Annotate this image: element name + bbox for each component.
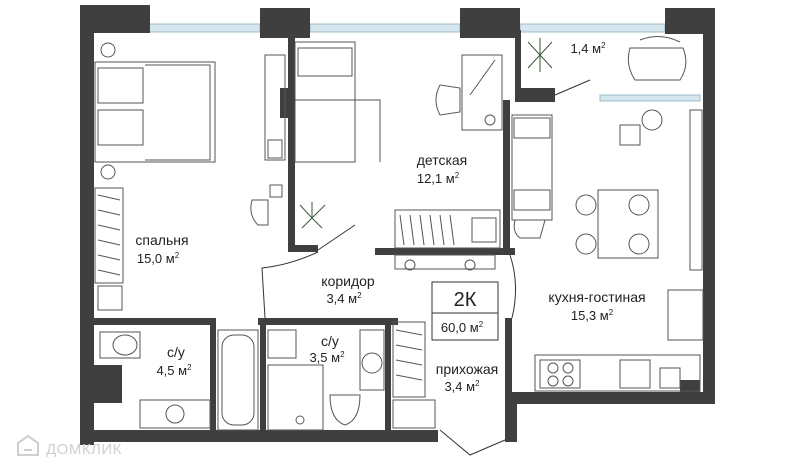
watermark-text: ДОМКЛИК — [46, 441, 122, 458]
room-labels: спальня 15,0 м2 детская 12,1 м2 коридор … — [135, 41, 645, 394]
apartment-type: 2К — [454, 289, 477, 311]
door-swings — [261, 79, 591, 456]
room-area-hall: 3,4 м2 — [444, 379, 480, 394]
room-name-bath1: с/у — [167, 344, 185, 360]
room-area-kitchen: 15,3 м2 — [571, 308, 614, 323]
room-name-bath2: с/у — [321, 333, 339, 349]
walls — [80, 5, 715, 445]
windows — [139, 23, 701, 102]
furniture — [94, 36, 704, 431]
room-name-hall: прихожая — [436, 361, 498, 377]
plant-balcony — [527, 38, 553, 72]
room-name-kids: детская — [417, 152, 468, 168]
room-area-bedroom: 15,0 м2 — [137, 251, 180, 266]
watermark-logo-icon — [17, 434, 39, 456]
room-area-balcony: 1,4 м2 — [570, 41, 606, 56]
room-area-bath2: 3,5 м2 — [309, 350, 345, 365]
room-name-kitchen: кухня-гостиная — [548, 289, 645, 305]
plant-kids — [299, 202, 326, 229]
room-area-kids: 12,1 м2 — [417, 171, 460, 186]
watermark: ДОМКЛИК — [17, 434, 122, 458]
room-area-bath1: 4,5 м2 — [156, 363, 192, 378]
apartment-total-area: 60,0 м2 — [441, 320, 484, 335]
room-name-corridor: коридор — [321, 273, 375, 289]
badge-frame — [431, 281, 499, 341]
room-area-corridor: 3,4 м2 — [326, 291, 362, 306]
room-name-bedroom: спальня — [135, 232, 188, 248]
apartment-badge: 2К 60,0 м2 — [431, 281, 499, 341]
